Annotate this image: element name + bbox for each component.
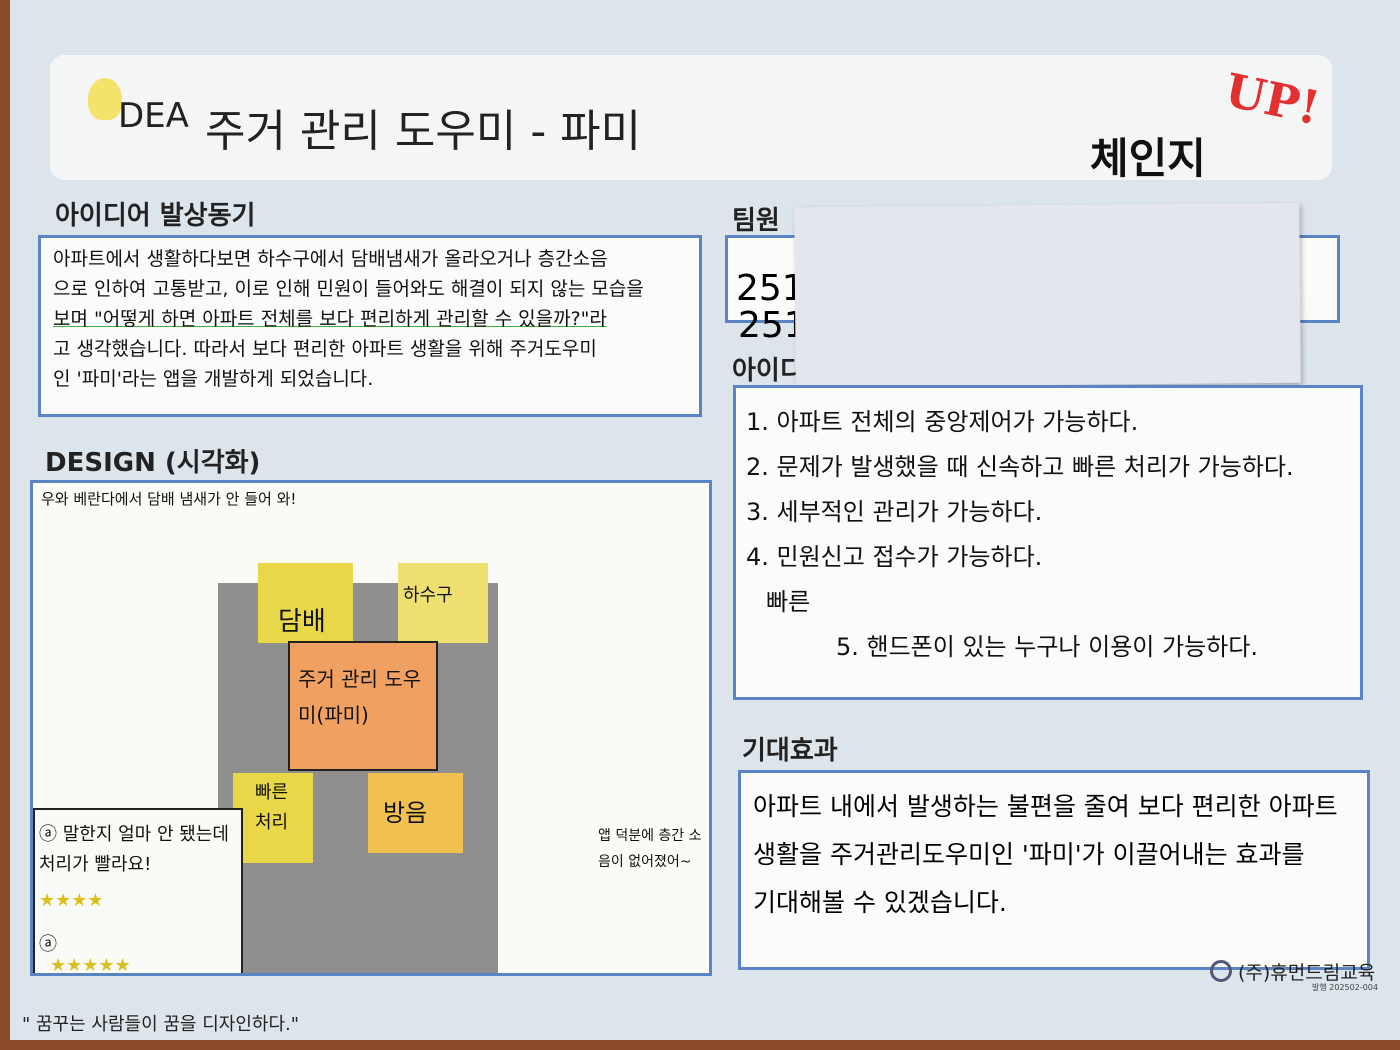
- team-heading: 팀원: [732, 206, 780, 236]
- slogan: " 꿈꾸는 사람들이 꿈을 디자인하다.": [22, 1014, 300, 1035]
- speech-app: 앱 덕분에 층간 소음이 없어졌어~: [598, 828, 702, 870]
- poster-title: 주거 관리 도우미 - 파미: [205, 106, 642, 157]
- speech-balcony: 우와 베란다에서 담배 냄새가 안 들어 와!: [41, 490, 297, 508]
- star-rating: ★★★★: [39, 890, 104, 911]
- drain-area: [398, 563, 488, 643]
- text-line: 으로 인하여 고통받고, 이로 인해 민원이 들어와도 해결이 되지 않는 모습…: [53, 278, 644, 300]
- lightbulb-icon: [88, 78, 122, 120]
- effect-heading: 기대효과: [742, 736, 838, 766]
- list-item: 3. 세부적인 관리가 가능하다.: [746, 498, 1043, 526]
- review-text: ⓐ: [39, 934, 57, 955]
- text-line: 기대해볼 수 있겠습니다.: [753, 888, 1007, 917]
- label-drain: 하수구: [403, 585, 453, 606]
- idea-heading: 아이디: [732, 356, 804, 386]
- brand-logo: 체인지: [1090, 134, 1206, 183]
- company-name: (주)휴먼드림교육: [1238, 962, 1376, 984]
- covering-paper: [794, 202, 1301, 388]
- text-line: 보며 "어떻게 하면 아파트 전체를 보다 편리하게 관리할 수 있을까?"라: [53, 308, 607, 330]
- review-text: ⓐ 말한지 얼마 안 됐는데 처리가 빨라요!: [39, 824, 229, 875]
- text-line: 생활을 주거관리도우미인 '파미'가 이끌어내는 효과를: [753, 840, 1305, 869]
- motivation-panel: 아파트에서 생활하다보면 하수구에서 담배냄새가 올라오거나 층간소음 으로 인…: [38, 235, 702, 417]
- text-line: 고 생각했습니다. 따라서 보다 편리한 아파트 생활을 위해 주거도우미: [53, 338, 597, 360]
- motivation-heading: 아이디어 발상동기: [55, 201, 256, 231]
- list-item: 1. 아파트 전체의 중앙제어가 가능하다.: [746, 408, 1139, 436]
- label-sound: 방음: [383, 799, 428, 827]
- review-box: ⓐ 말한지 얼마 안 됐는데 처리가 빨라요! ★★★★ ⓐ ★★★★★: [33, 808, 243, 976]
- idea-logo: DEA: [118, 96, 189, 136]
- list-item: 5. 핸드폰이 있는 누구나 이용이 가능하다.: [836, 633, 1258, 661]
- design-drawing: 우와 베란다에서 담배 냄새가 안 들어 와! 담배 하수구 주거 관리 도우미…: [30, 480, 712, 976]
- effect-panel: 아파트 내에서 발생하는 불편을 줄여 보다 편리한 아파트 생활을 주거관리도…: [738, 770, 1370, 970]
- text-line: 아파트에서 생활하다보면 하수구에서 담배냄새가 올라오거나 층간소음: [53, 248, 608, 270]
- label-center: 주거 관리 도우미(파미): [298, 667, 422, 727]
- label-fast: 빠른 처리: [255, 782, 289, 833]
- text-line: 인 '파미'라는 앱을 개발하게 되었습니다.: [53, 368, 374, 390]
- list-item: 2. 문제가 발생했을 때 신속하고 빠른 처리가 가능하다.: [746, 453, 1294, 481]
- company-logo-icon: [1210, 960, 1232, 982]
- list-item: 빠른: [766, 588, 811, 616]
- center-box: [288, 641, 438, 771]
- sound-area: [368, 773, 463, 853]
- header-banner: [50, 55, 1332, 180]
- star-rating: ★★★★★: [50, 955, 131, 976]
- fast-area: [233, 773, 313, 863]
- idea-panel: 1. 아파트 전체의 중앙제어가 가능하다. 2. 문제가 발생했을 때 신속하…: [733, 385, 1363, 700]
- team-member: 251: [736, 268, 805, 309]
- smoke-area: [258, 563, 353, 643]
- text-line: 아파트 내에서 발생하는 불편을 줄여 보다 편리한 아파트: [753, 792, 1338, 821]
- publish-code: 발행 202502-004: [1312, 983, 1378, 992]
- design-heading: DESIGN (시각화): [45, 448, 261, 478]
- label-smoke: 담배: [278, 607, 326, 637]
- list-item: 4. 민원신고 접수가 가능하다.: [746, 543, 1043, 571]
